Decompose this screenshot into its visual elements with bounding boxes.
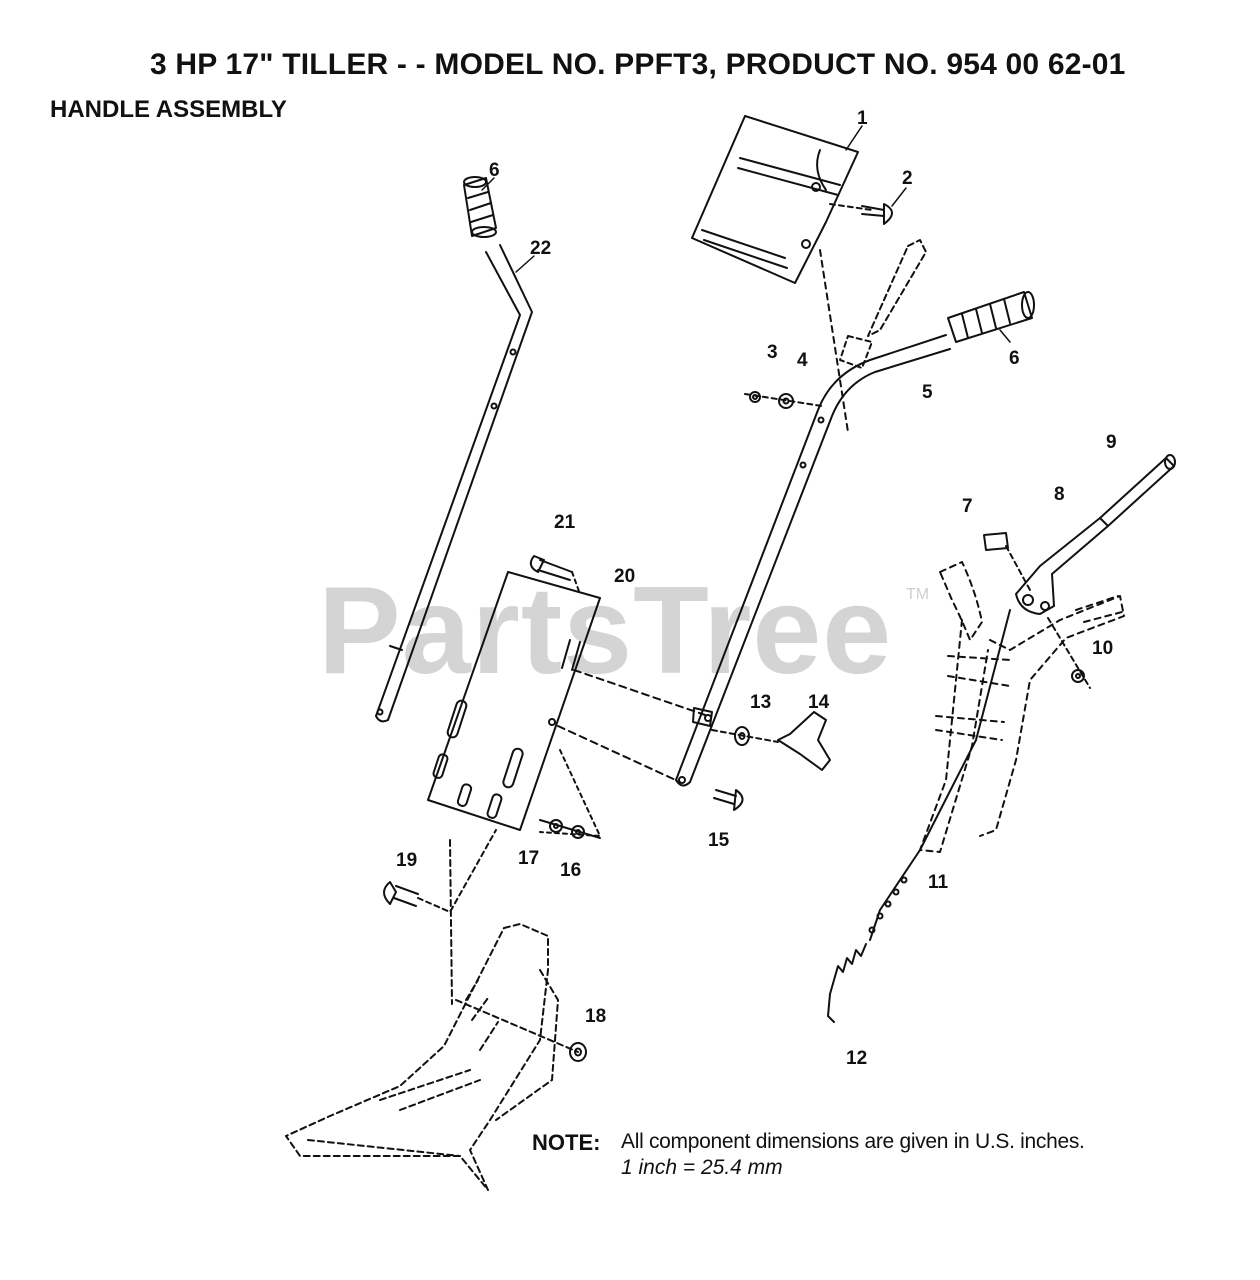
callout-9: 9 <box>1106 432 1117 453</box>
callout-20: 20 <box>614 566 635 587</box>
watermark-trademark: TM <box>906 586 930 603</box>
washer-and-knob <box>711 711 831 771</box>
callout-19: 19 <box>396 850 417 871</box>
clutch-cable <box>827 609 1011 1023</box>
lower-bolt <box>383 829 497 913</box>
callout-13: 13 <box>750 692 771 713</box>
callout-3: 3 <box>767 342 778 363</box>
callout-15: 15 <box>708 830 730 851</box>
callout-14: 14 <box>808 692 830 713</box>
clutch-lever <box>983 454 1176 615</box>
callout-7: 7 <box>962 496 973 517</box>
assembly-subtitle: HANDLE ASSEMBLY <box>50 96 287 123</box>
callout-21: 21 <box>554 512 576 533</box>
mounting-plate <box>427 571 709 831</box>
phantom-handle-outline <box>919 561 1125 853</box>
callout-8: 8 <box>1054 484 1065 505</box>
bottom-bolt <box>713 789 744 811</box>
callout-12: 12 <box>846 1048 867 1069</box>
callout-22: 22 <box>530 238 551 259</box>
note-conversion: 1 inch = 25.4 mm <box>621 1156 783 1179</box>
callout-4: 4 <box>797 350 808 371</box>
lever-nut <box>1047 617 1091 689</box>
right-handle-tube <box>675 239 951 787</box>
callout-6-right: 6 <box>1009 348 1020 369</box>
callout-5: 5 <box>922 382 933 403</box>
handle-shield <box>691 115 859 433</box>
shield-bolt <box>829 203 893 225</box>
left-handle-tube <box>375 244 533 723</box>
note-label: NOTE: <box>532 1130 601 1155</box>
callout-leaders <box>481 125 1011 343</box>
plate-nuts <box>539 749 601 839</box>
right-grip <box>947 291 1035 343</box>
left-grip <box>463 176 497 238</box>
callout-18: 18 <box>585 1006 606 1027</box>
callout-6-left: 6 <box>489 160 500 181</box>
plate-bolt <box>529 555 581 595</box>
page-title: 3 HP 17" TILLER - - MODEL NO. PPFT3, PRO… <box>150 48 1126 81</box>
callout-2: 2 <box>902 168 913 189</box>
callout-11: 11 <box>928 872 949 893</box>
lower-bracket <box>285 839 579 1191</box>
callout-10: 10 <box>1092 638 1113 659</box>
watermark-logo: PartsTree <box>318 562 893 700</box>
callout-1: 1 <box>857 108 868 129</box>
callout-16: 16 <box>560 860 581 881</box>
nut-and-washer <box>744 391 823 409</box>
callout-labels: 1 2 3 4 5 6 6 7 8 9 10 11 12 13 14 15 16… <box>396 108 1117 1069</box>
callout-17: 17 <box>518 848 539 869</box>
note-text: All component dimensions are given in U.… <box>621 1130 1085 1153</box>
bracket-nut <box>569 1042 587 1062</box>
